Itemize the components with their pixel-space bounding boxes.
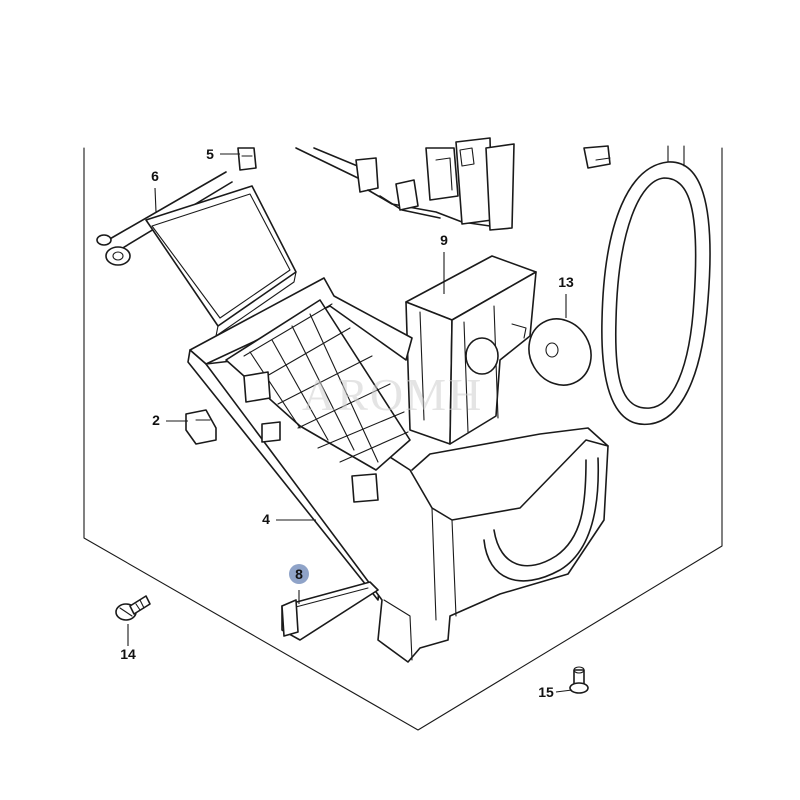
callout-label-2: 2	[152, 412, 160, 428]
callout-13: 13	[558, 274, 574, 318]
callout-8: 8	[289, 564, 309, 604]
callout-label-5: 5	[206, 146, 214, 162]
callout-layer: 5 6 9 13 2 4 8 14 15	[120, 146, 574, 700]
callout-label-9: 9	[440, 232, 448, 248]
callout-label-8: 8	[295, 566, 303, 582]
callout-14: 14	[120, 624, 136, 662]
callout-leader-15	[555, 689, 573, 693]
part-9-guide	[405, 255, 537, 445]
part-14-screw	[115, 595, 151, 621]
oval-gasket	[601, 145, 711, 426]
callout-label-13: 13	[558, 274, 574, 290]
callout-5: 5	[206, 146, 240, 162]
part-5-bracket-clip	[237, 147, 257, 171]
callout-4: 4	[262, 511, 316, 527]
top-linkage	[295, 137, 611, 231]
callout-label-4: 4	[262, 511, 270, 527]
callout-15: 15	[538, 684, 573, 700]
callout-leader-6	[154, 187, 157, 213]
part-15-bolt	[569, 666, 589, 694]
frame-outline	[83, 147, 723, 731]
callout-label-15: 15	[538, 684, 554, 700]
part-2-clip	[185, 409, 217, 445]
part-13-seal	[528, 318, 592, 386]
callout-6: 6	[151, 168, 159, 213]
part-4-housing	[187, 277, 609, 663]
part-8-bracket	[281, 581, 379, 641]
part-6-lid	[96, 171, 297, 337]
filter-grid	[225, 299, 411, 471]
callout-label-6: 6	[151, 168, 159, 184]
callout-9: 9	[440, 232, 448, 294]
callout-2: 2	[152, 412, 188, 428]
callout-label-14: 14	[120, 646, 136, 662]
watermark-text: AROMH	[302, 369, 483, 420]
callout-highlight-8	[289, 564, 309, 584]
